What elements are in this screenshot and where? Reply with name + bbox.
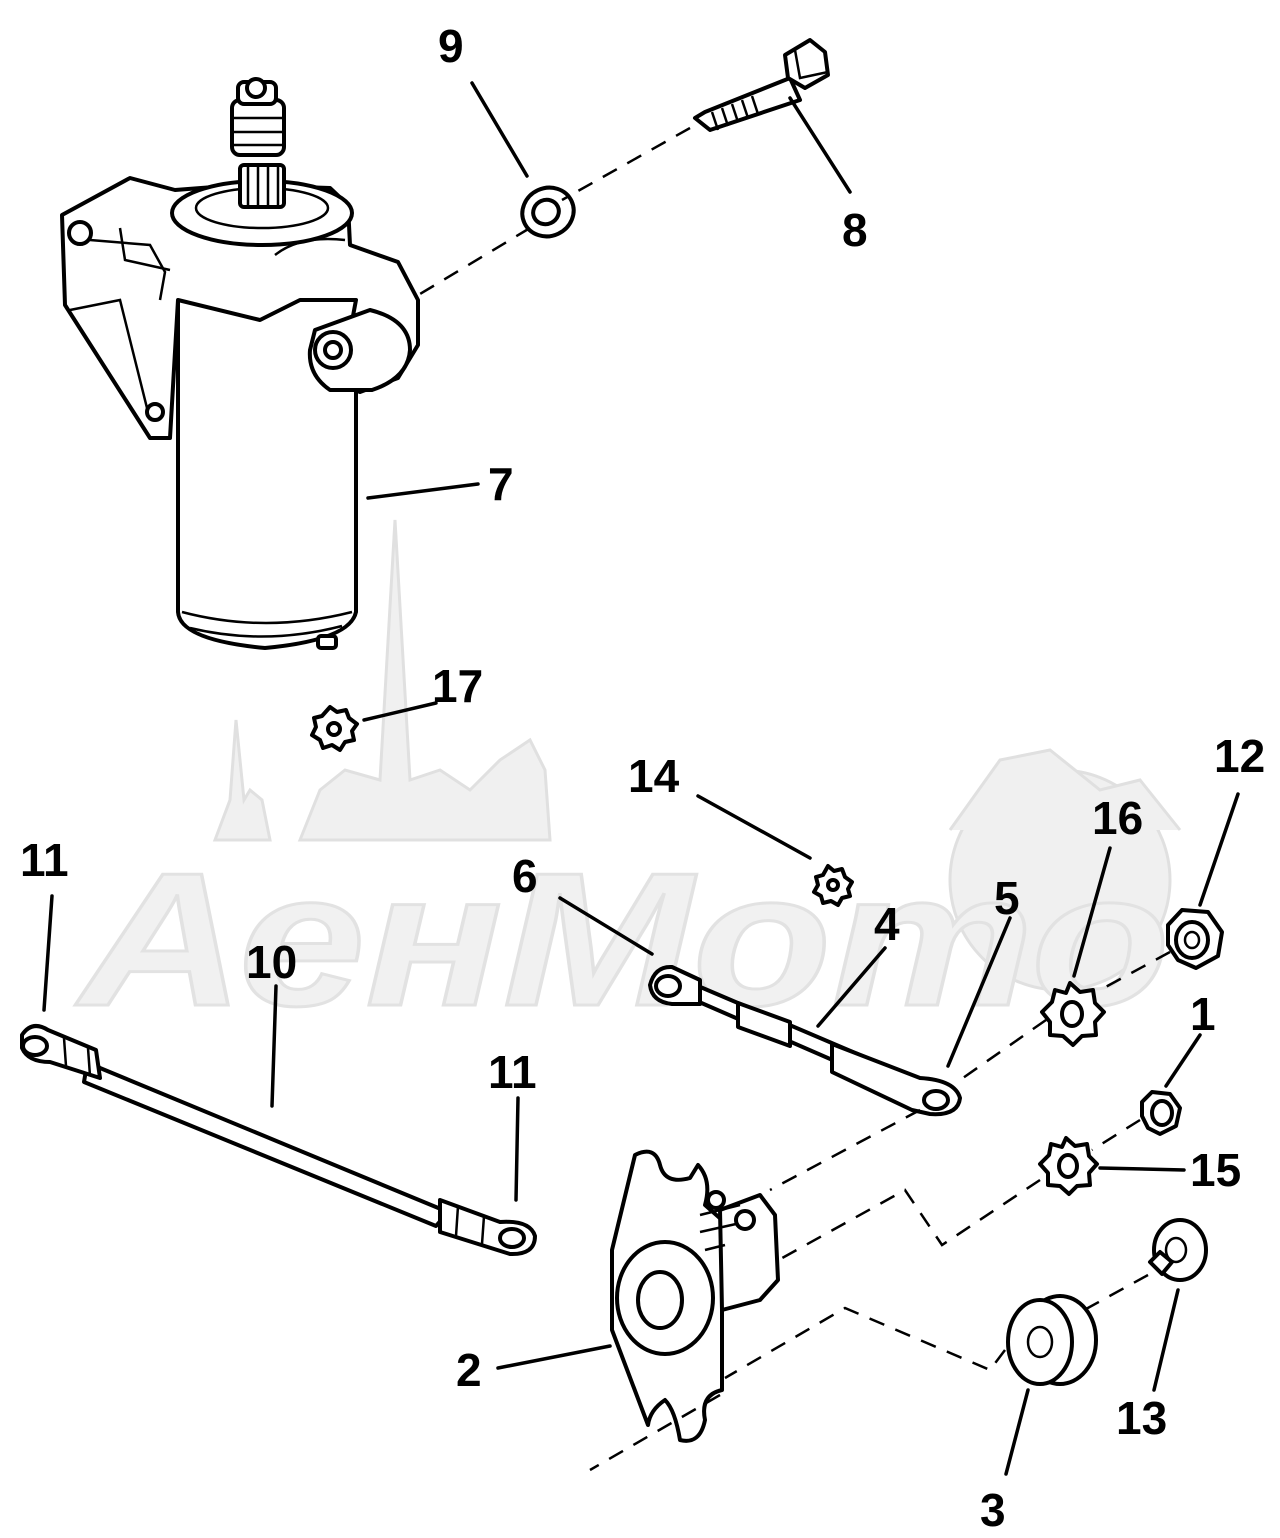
callout-6: 6 bbox=[512, 850, 538, 902]
washer-part-9 bbox=[520, 185, 576, 239]
callout-10: 10 bbox=[246, 936, 297, 988]
cable-part-10 bbox=[20, 1024, 537, 1257]
callout-5: 5 bbox=[994, 872, 1020, 924]
callout-16: 16 bbox=[1092, 792, 1143, 844]
callout-8: 8 bbox=[842, 204, 868, 256]
star-washer-part-17 bbox=[310, 705, 359, 752]
callout-17: 17 bbox=[432, 660, 483, 712]
callout-9: 9 bbox=[438, 20, 464, 72]
screw-part-13 bbox=[1148, 1218, 1208, 1282]
solenoid-bracket-part-2 bbox=[610, 1149, 780, 1443]
callout-13: 13 bbox=[1116, 1392, 1167, 1444]
grommet-part-3 bbox=[1006, 1294, 1098, 1386]
callout-7: 7 bbox=[488, 458, 514, 510]
nut-part-1 bbox=[1140, 1090, 1182, 1136]
star-washer-part-14 bbox=[812, 864, 854, 907]
callout-labels: 9 8 7 17 14 12 16 11 6 4 5 10 11 1 15 2 … bbox=[20, 20, 1265, 1536]
watermark: АенМото bbox=[74, 519, 1182, 1048]
callout-3: 3 bbox=[980, 1484, 1006, 1536]
nut-part-12 bbox=[1166, 908, 1224, 970]
callout-11-left: 11 bbox=[20, 834, 69, 886]
callout-12: 12 bbox=[1214, 730, 1265, 782]
watermark-skyline-graphic bbox=[212, 519, 1182, 992]
callout-1: 1 bbox=[1190, 988, 1216, 1040]
callout-11-right: 11 bbox=[488, 1046, 537, 1098]
star-washer-part-16 bbox=[1040, 981, 1106, 1047]
starter-motor bbox=[60, 77, 420, 650]
callout-2: 2 bbox=[456, 1344, 482, 1396]
assembly-lines bbox=[409, 126, 1171, 1472]
callout-4: 4 bbox=[874, 898, 900, 950]
callout-14: 14 bbox=[628, 750, 680, 802]
star-washer-part-15 bbox=[1038, 1136, 1099, 1196]
callout-15: 15 bbox=[1190, 1144, 1241, 1196]
bolt-part-8 bbox=[693, 38, 830, 132]
leader-lines bbox=[42, 81, 1240, 1476]
cable-part-4 bbox=[648, 964, 962, 1117]
watermark-text: АенМото bbox=[75, 834, 1170, 1046]
